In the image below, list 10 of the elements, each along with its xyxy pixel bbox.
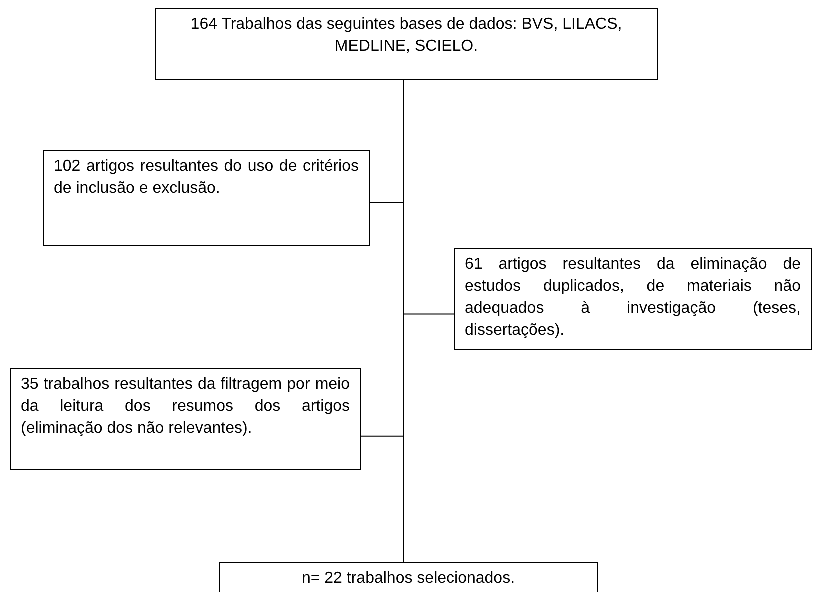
process-box xyxy=(219,562,598,592)
box-text: 164 Trabalhos das seguintes bases de dados: BVS, LILACS, MEDLINE, SCIELO. xyxy=(190,15,624,57)
box-text: n= 22 trabalhos selecionados. xyxy=(300,569,516,589)
box-text: 35 trabalhos resultantes da filtragem por meio da leitura dos resumos dos artigos (eliminação dos não relevantes). xyxy=(21,375,350,439)
process-box xyxy=(43,150,370,246)
process-box xyxy=(10,368,361,470)
process-box xyxy=(155,8,658,80)
box-text: 102 artigos resultantes do uso de critérios de inclusão e exclusão. xyxy=(54,157,359,199)
box-text: 61 artigos resultantes da eliminação de estudos duplicados, de materiais não adequados à investigação (teses, dissertações). xyxy=(465,255,801,341)
process-box xyxy=(454,248,812,350)
